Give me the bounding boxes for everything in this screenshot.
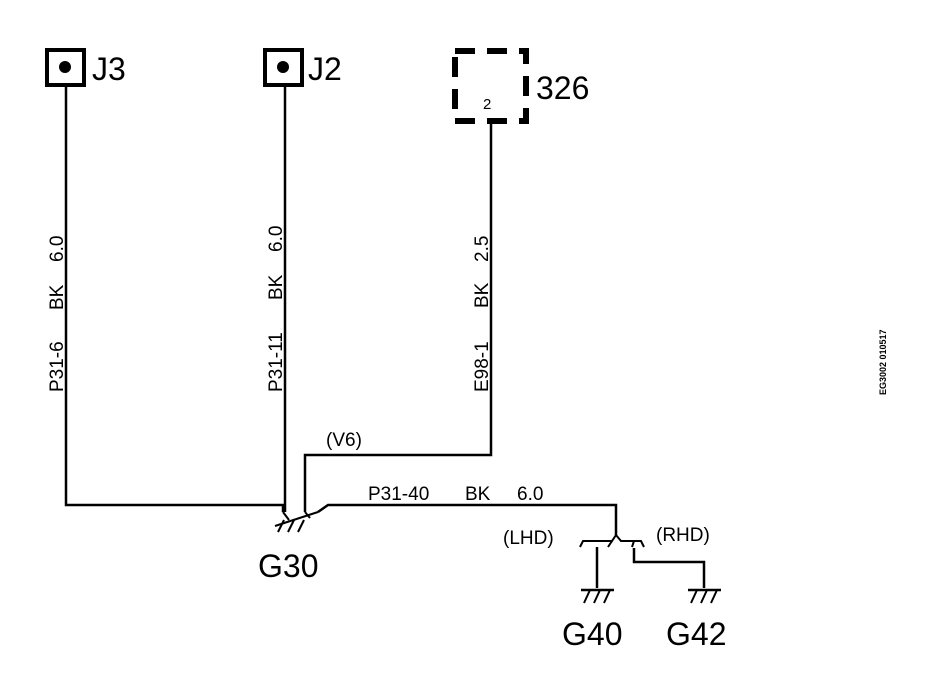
connector-j3: J3 <box>45 48 126 87</box>
wire-p31-40-color: BK <box>465 484 491 505</box>
ground-g42: G42 <box>666 588 726 652</box>
variant-label-v6: (V6) <box>326 430 362 451</box>
wire-e98-1-color: BK <box>472 282 493 308</box>
wire-e98-1-size: 2.5 <box>472 236 493 262</box>
connector-j3-label: J3 <box>92 51 126 87</box>
wire-p31-40 <box>317 503 618 535</box>
ground-g40-label: G40 <box>562 616 622 652</box>
wire-to-g42 <box>632 548 706 588</box>
wire-p31-11-size: 6.0 <box>266 226 287 252</box>
wire-p31-6-id: P31-6 <box>47 341 68 392</box>
wire-p31-11-color: BK <box>266 274 287 300</box>
ground-g40: G40 <box>562 588 622 652</box>
ground-g42-label: G42 <box>666 616 726 652</box>
wire-p31-40-size: 6.0 <box>517 484 543 505</box>
switch-lhd-label: (LHD) <box>503 528 554 549</box>
wire-p31-6-color: BK <box>47 284 68 310</box>
connector-j2-label: J2 <box>308 51 342 87</box>
ground-g30: G30 <box>258 511 318 584</box>
wire-p31-11-id: P31-11 <box>266 332 287 392</box>
wire-p31-6 <box>64 86 285 512</box>
wire-e98-1-id: E98-1 <box>472 341 493 392</box>
figure-code: EG3002 010517 <box>878 329 888 395</box>
ground-g30-label: G30 <box>258 548 318 584</box>
component-326: 2 326 <box>452 48 589 124</box>
wire-p31-40-id: P31-40 <box>368 484 429 505</box>
connector-j2: J2 <box>263 48 342 87</box>
switch-rhd-label: (RHD) <box>656 525 710 546</box>
lhd-rhd-switch: (LHD) (RHD) <box>503 525 710 549</box>
wire-e98-1 <box>303 121 493 512</box>
wire-p31-6-size: 6.0 <box>47 236 68 262</box>
component-326-label: 326 <box>536 70 589 106</box>
component-326-pin: 2 <box>483 96 491 113</box>
